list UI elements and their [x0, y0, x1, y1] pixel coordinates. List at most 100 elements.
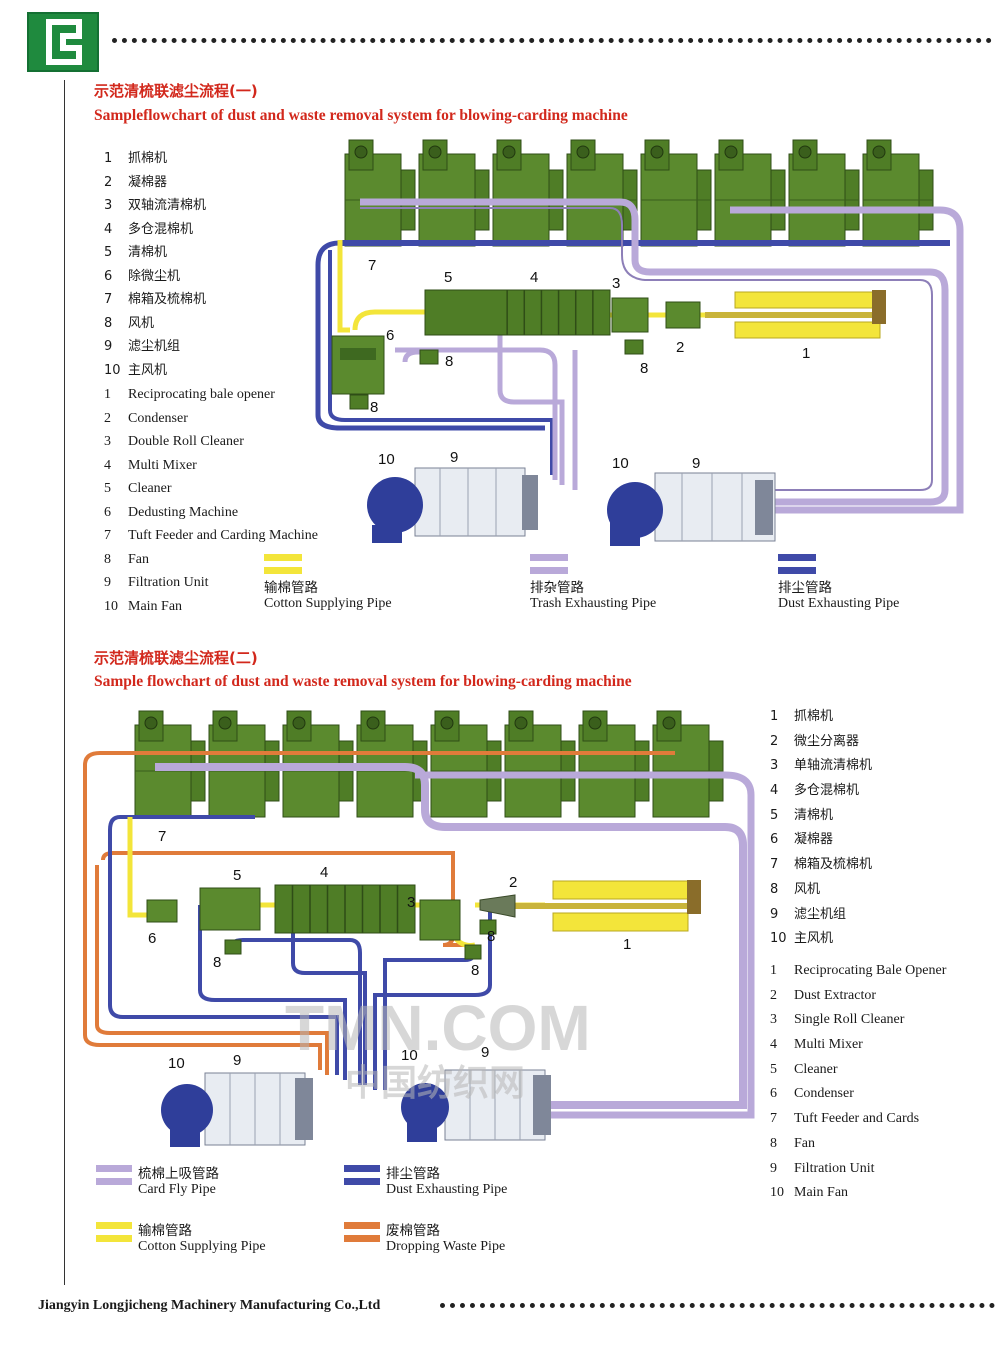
trash-pipe-shade	[360, 207, 933, 491]
label-9: 9	[450, 449, 458, 466]
label-5: 5	[444, 269, 452, 286]
orange-pipe-swatch-icon	[344, 1222, 380, 1242]
card-fly-pipe	[415, 771, 755, 1119]
trash-pipe	[395, 347, 558, 480]
yellow-pipe-swatch-icon	[264, 554, 302, 574]
fan	[479, 919, 497, 935]
dropping-waste-pipe	[101, 851, 470, 947]
label-1: 1	[802, 345, 810, 362]
pipe-legend-label-cn: 排尘管路	[778, 580, 832, 596]
label-8: 8	[640, 360, 648, 377]
carding-machine	[492, 139, 564, 247]
blue-pipe-swatch-icon	[778, 554, 816, 574]
label-9: 9	[481, 1044, 489, 1061]
bale-opener-track	[734, 321, 881, 339]
dropping-waste-pipe	[95, 865, 329, 1075]
label-9: 9	[233, 1052, 241, 1069]
multi-mixer-ribs	[291, 885, 399, 933]
label-7: 7	[368, 257, 376, 274]
pipe-legend-card-fly: 梳棉上吸管路 Card Fly Pipe	[96, 1162, 219, 1198]
bale-opener-track	[552, 912, 689, 932]
dropping-waste-pipe	[83, 751, 675, 1070]
label-10: 10	[612, 455, 629, 472]
footer-dotted-rule	[440, 1303, 995, 1314]
dust-pipe	[328, 250, 554, 475]
main-fan	[401, 1083, 449, 1142]
label-7: 7	[158, 828, 166, 845]
pipe-legend-label-en: Dropping Waste Pipe	[386, 1239, 506, 1254]
trash-pipe	[402, 349, 430, 363]
left-margin-rule	[64, 80, 65, 1285]
condenser	[146, 899, 178, 923]
single-roll-cleaner	[419, 899, 461, 941]
watermark-text: TMN.COM	[285, 992, 591, 1064]
trash-pipe	[730, 206, 964, 514]
dust-extractor	[479, 894, 516, 918]
carding-machine	[418, 139, 490, 247]
pipe-legend-label-en: Card Fly Pipe	[138, 1182, 216, 1197]
label-6: 6	[386, 327, 394, 344]
bale-opener-track	[552, 880, 689, 900]
label-2: 2	[676, 339, 684, 356]
dust-pipe	[108, 815, 339, 1075]
label-4: 4	[320, 864, 328, 881]
pipe-legend-dust-exhausting: 排尘管路 Dust Exhausting Pipe	[344, 1162, 507, 1198]
label-5: 5	[233, 867, 241, 884]
label-3: 3	[407, 894, 415, 911]
carding-machine	[862, 139, 934, 247]
filtration-unit	[414, 467, 538, 537]
carding-machine	[714, 139, 786, 247]
filtration-unit	[654, 472, 776, 542]
filtration-unit	[204, 1072, 313, 1146]
pipe-legend-label-en: Cotton Supplying Pipe	[138, 1239, 266, 1254]
section1-flow-diagram: 1 2 3 4 5 6 7 8 8 8 9 9 10 10	[315, 139, 964, 546]
pipe-legend-trash-exhausting: 排杂管路 Trash Exhausting Pipe	[530, 552, 656, 612]
carding-machine	[566, 139, 638, 247]
pipe-legend-cotton-supplying: 输棉管路 Cotton Supplying Pipe	[264, 552, 392, 612]
pipe-legend-label-cn: 排尘管路	[386, 1166, 440, 1182]
label-10: 10	[401, 1047, 418, 1064]
header-dotted-rule	[112, 38, 992, 49]
watermark-text: 中国纺织网	[345, 1062, 525, 1103]
fan	[224, 939, 242, 955]
bale-opener-head	[872, 290, 886, 324]
label-10: 10	[378, 451, 395, 468]
pipe-legend-cotton-supplying: 输棉管路 Cotton Supplying Pipe	[96, 1219, 266, 1255]
dust-pipe	[198, 905, 347, 1080]
dust-pipe	[373, 905, 492, 1090]
blue-pipe-swatch-icon	[344, 1165, 380, 1185]
carding-machine	[640, 139, 712, 247]
carding-machines-row	[344, 139, 934, 247]
label-2: 2	[509, 874, 517, 891]
bale-opener-arm	[705, 312, 885, 318]
label-8: 8	[471, 962, 479, 979]
fan	[349, 394, 369, 410]
dedusting-machine	[331, 335, 385, 395]
bale-opener-head	[687, 880, 701, 914]
pipe-legend-label-en: Trash Exhausting Pipe	[530, 596, 657, 611]
double-roll-cleaner	[611, 297, 649, 333]
multi-mixer	[424, 289, 611, 336]
